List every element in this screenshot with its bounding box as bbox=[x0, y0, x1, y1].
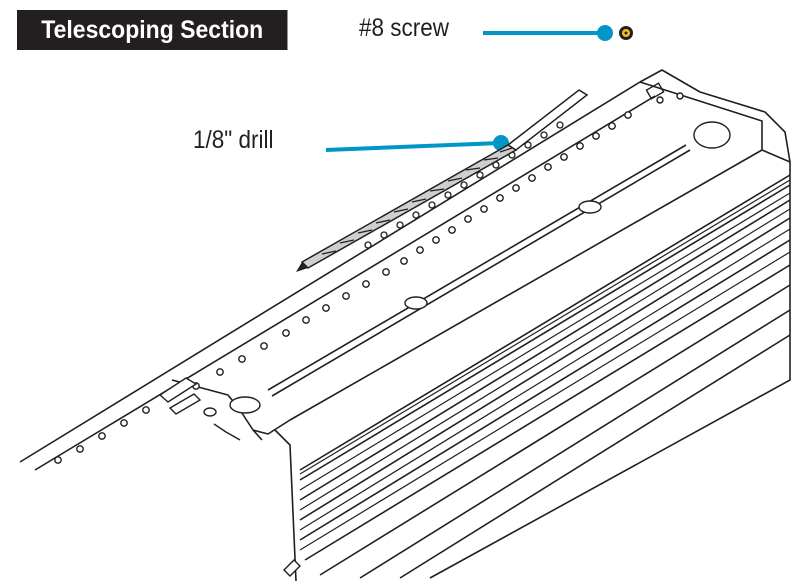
end-bracket bbox=[645, 82, 684, 104]
front-face-grooves bbox=[299, 179, 791, 551]
channel-body bbox=[19, 69, 791, 581]
screw-callout-label: #8 screw bbox=[359, 14, 450, 42]
end-clip bbox=[158, 377, 261, 441]
screw-icon bbox=[619, 26, 633, 40]
inner-perforations bbox=[364, 121, 564, 249]
edge-perforations bbox=[54, 111, 632, 464]
screw-callout-leader bbox=[483, 25, 613, 41]
section-title: Telescoping Section bbox=[17, 10, 288, 50]
drill-callout-label: 1/8" drill bbox=[193, 126, 274, 154]
drill-callout-leader bbox=[325, 135, 509, 152]
drill-bit-icon bbox=[296, 89, 589, 272]
top-surface-holes bbox=[404, 121, 731, 310]
bottom-screw-detail bbox=[283, 559, 301, 577]
